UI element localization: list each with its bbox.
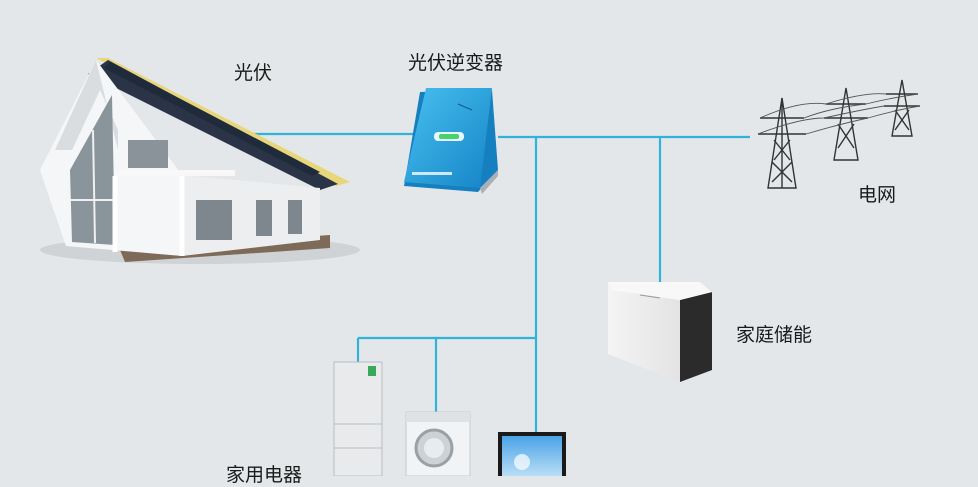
pv-label: 光伏 (234, 62, 273, 84)
grid-label: 电网 (858, 184, 897, 206)
energy-system-diagram (40, 58, 921, 476)
appliances-label: 家用电器 (226, 464, 303, 486)
storage-label: 家庭储能 (736, 324, 813, 346)
power-towers-illustration (757, 79, 921, 189)
solar-house-illustration (40, 58, 360, 264)
tv-illustration (498, 432, 566, 476)
inverter-label: 光伏逆变器 (408, 52, 504, 74)
fridge-illustration (333, 361, 383, 476)
inverter-illustration (404, 88, 498, 194)
washing-machine-illustration (405, 411, 471, 476)
home-storage-illustration (608, 282, 712, 382)
connection-lines (250, 132, 750, 476)
